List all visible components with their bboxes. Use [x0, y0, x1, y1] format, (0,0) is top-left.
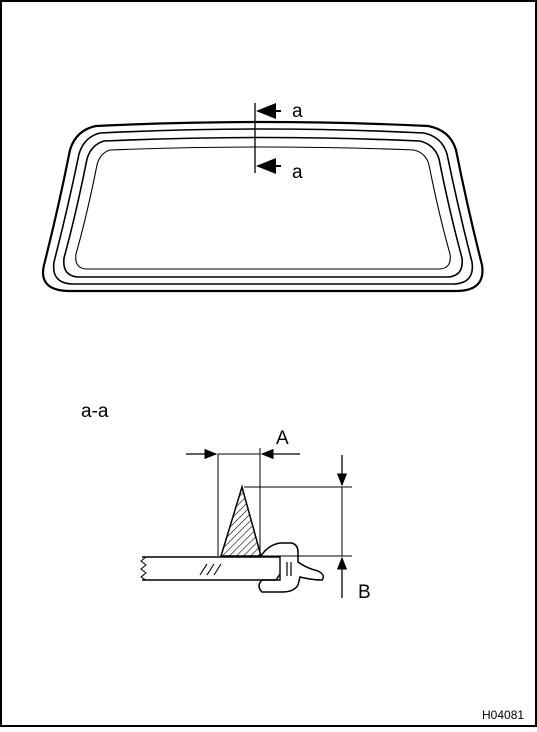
section-title: a-a — [81, 401, 109, 422]
dimension-b-label: B — [358, 582, 371, 603]
dimension-a-label: A — [276, 428, 289, 449]
dimension-b — [244, 455, 352, 598]
adhesive-bead — [219, 484, 262, 557]
figure-code: H04081 — [482, 708, 524, 722]
glass-pane — [142, 556, 281, 581]
section-cut-marker: a a — [254, 101, 303, 183]
section-marker-top-label: a — [292, 101, 303, 122]
glass-hatch-mark — [199, 563, 222, 576]
dimension-a — [186, 448, 300, 556]
section-marker-bottom-label: a — [292, 162, 303, 183]
molding — [258, 542, 325, 593]
cross-section-detail: A B — [140, 428, 371, 603]
window-glass-outline — [41, 120, 484, 293]
